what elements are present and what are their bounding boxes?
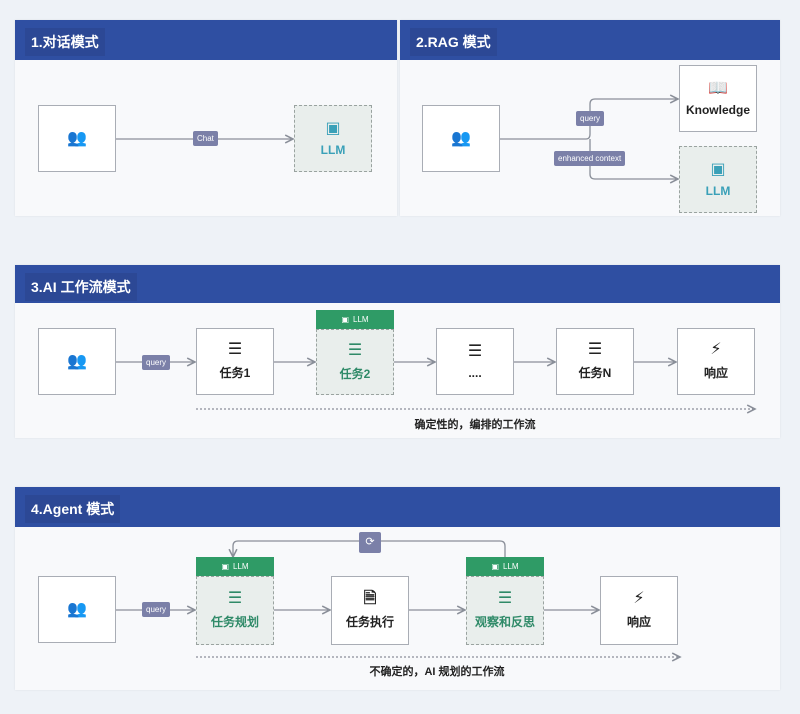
list-icon: ☰ xyxy=(227,341,243,358)
list-icon: ☰ xyxy=(497,590,513,607)
lightning-icon: ⚡ xyxy=(633,590,645,607)
step-label: 观察和反思 xyxy=(474,615,535,629)
task-label: 任务2 xyxy=(339,366,371,381)
response-label: 响应 xyxy=(703,366,728,380)
workflow-caption: 确定性的，编排的工作流 xyxy=(414,419,536,431)
task-label: 任务1 xyxy=(219,366,251,380)
query-label: query xyxy=(576,111,605,126)
list-icon: ☰ xyxy=(467,342,483,360)
planning-node: ☰ 任务规划 xyxy=(196,576,274,645)
chat-edge-label: Chat xyxy=(193,131,218,146)
task-node-llm: ☰ 任务2 xyxy=(316,329,394,395)
llm-node: ▣ LLM xyxy=(679,146,757,213)
task-label: .... xyxy=(468,365,482,380)
robot-icon: ▣ xyxy=(710,160,726,178)
response-node: ⚡ 响应 xyxy=(600,576,678,645)
agent-caption: 不确定的，AI 规划的工作流 xyxy=(369,666,505,678)
users-icon: 👥 xyxy=(451,129,471,147)
llm-node: ▣ LLM xyxy=(294,105,372,172)
query-label: query xyxy=(142,355,171,370)
reflection-node: ☰ 观察和反思 xyxy=(466,576,544,645)
step-label: 任务执行 xyxy=(345,615,394,629)
book-icon: 📖 xyxy=(708,79,728,97)
llm-tag: ▣ LLM xyxy=(466,557,544,576)
user-node: 👥 xyxy=(422,105,500,172)
knowledge-label: Knowledge xyxy=(685,102,750,117)
list-icon: ☰ xyxy=(347,341,363,359)
execution-node: 🗎 任务执行 xyxy=(331,576,409,645)
step-label: 任务规划 xyxy=(210,615,259,629)
users-icon: 👥 xyxy=(67,129,87,147)
llm-label: LLM xyxy=(705,183,731,198)
robot-icon: ▣ xyxy=(325,119,341,137)
task-node: ☰.... xyxy=(436,328,514,395)
response-label: 响应 xyxy=(626,615,651,629)
llm-tag-label: LLM xyxy=(233,562,249,571)
robot-icon: ▣ xyxy=(221,562,229,571)
llm-tag: ▣ LLM xyxy=(316,310,394,329)
llm-label: LLM xyxy=(320,142,346,157)
loop-refresh-icon: ⟳ xyxy=(359,532,381,553)
knowledge-node: 📖 Knowledge xyxy=(679,65,757,132)
llm-tag-label: LLM xyxy=(353,315,369,324)
user-node: 👥 xyxy=(38,328,116,395)
llm-tag-label: LLM xyxy=(503,562,519,571)
users-icon: 👥 xyxy=(67,352,87,370)
task-node: ☰ 任务1 xyxy=(196,328,274,395)
users-icon: 👥 xyxy=(67,600,87,618)
task-node: ☰ 任务N xyxy=(556,328,634,395)
list-icon: ☰ xyxy=(587,341,603,358)
document-refresh-icon: 🗎 xyxy=(363,590,377,607)
robot-icon: ▣ xyxy=(491,562,499,571)
user-node: 👥 xyxy=(38,576,116,643)
query-label: query xyxy=(142,602,171,617)
enhanced-context-label: enhanced context xyxy=(554,151,626,166)
llm-tag: ▣ LLM xyxy=(196,557,274,576)
robot-icon: ▣ xyxy=(341,315,349,324)
user-node: 👥 xyxy=(38,105,116,172)
response-node: ⚡ 响应 xyxy=(677,328,755,395)
list-icon: ☰ xyxy=(227,590,243,607)
lightning-icon: ⚡ xyxy=(710,341,722,358)
task-label: 任务N xyxy=(578,366,612,380)
